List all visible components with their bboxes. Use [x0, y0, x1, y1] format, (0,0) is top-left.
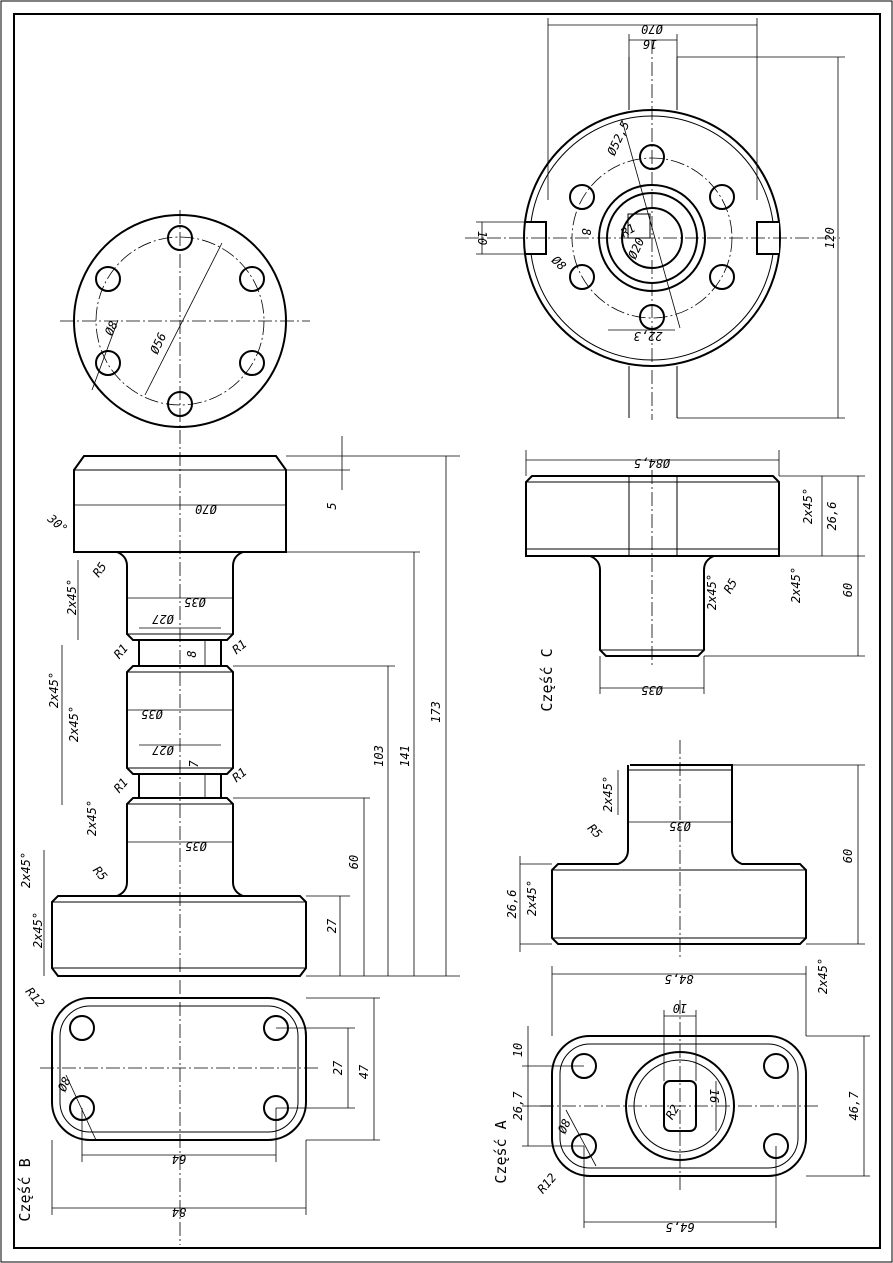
dim-text: R5: [585, 821, 605, 841]
dim-text: R5: [90, 560, 110, 580]
dim-text: 2x45°: [789, 567, 803, 603]
dim-text: Ø35: [184, 595, 206, 609]
dim-text: 10: [511, 1043, 525, 1057]
dim-text: Ø52,5: [604, 119, 632, 158]
dim-text: R1: [618, 221, 638, 240]
dim-text: 26,7: [511, 1091, 525, 1121]
dim-text: 60: [347, 855, 361, 869]
dim-text: 2x45°: [47, 672, 61, 708]
dim-text: Ø70: [195, 502, 217, 516]
dim-text: Ø8: [555, 1117, 574, 1136]
dim-text: 2x45°: [31, 912, 45, 948]
dim-text: 173: [429, 701, 443, 723]
dim-text: 2x45°: [19, 852, 33, 888]
dim-text: 8: [185, 650, 199, 657]
dim-text: Ø20: [625, 236, 647, 262]
dim-text: Ø35: [641, 683, 663, 697]
dim-text: R1: [111, 775, 131, 795]
dim-text: 84: [172, 1205, 186, 1219]
dim-text: 26,6: [505, 890, 519, 919]
dim-text: 16: [643, 37, 657, 51]
part-a-label: Część A: [492, 1120, 510, 1183]
dim-text: R12: [535, 1171, 560, 1197]
part-b-flange-view: [60, 210, 310, 1245]
dim-text: 27: [331, 1060, 345, 1075]
dim-text: 10: [673, 1001, 687, 1015]
dim-text: 30°: [44, 511, 70, 536]
dim-text: 16: [707, 1089, 721, 1103]
dim-text: Ø56: [147, 331, 169, 357]
dim-text: Ø27: [151, 612, 173, 626]
dim-text: 141: [398, 745, 412, 767]
part-c-top-view: [465, 18, 845, 420]
dim-text: 60: [841, 583, 855, 597]
dim-text: 2x45°: [65, 579, 79, 615]
dim-text: 7: [187, 760, 201, 768]
dim-text: Ø35: [185, 839, 207, 853]
dim-text: 120: [823, 227, 837, 249]
dim-text: 103: [372, 745, 386, 767]
dim-text: 10: [475, 231, 489, 245]
dim-text: Ø35: [669, 819, 691, 833]
dim-text: Ø70: [641, 22, 663, 36]
dim-text: 2x45°: [85, 800, 99, 836]
dim-text: R12: [23, 985, 48, 1011]
part-a-plate-view: [522, 966, 870, 1228]
dim-text: R2: [663, 1102, 682, 1122]
dim-text: 2x45°: [801, 488, 815, 524]
part-b-label: Część B: [16, 1158, 34, 1221]
inner-frame: [13, 13, 881, 1249]
dim-text: 2x45°: [816, 958, 830, 994]
dim-text: Ø84,5: [634, 456, 670, 470]
dim-text: 5: [325, 502, 339, 509]
dim-text: Ø35: [141, 707, 163, 721]
dim-text: 64,5: [666, 1220, 695, 1234]
dim-text: 22,3: [634, 329, 663, 343]
dim-text: 60: [841, 849, 855, 863]
dim-text: R1: [111, 641, 131, 661]
part-b-side-view: [43, 436, 460, 977]
dim-text: R1: [229, 637, 249, 657]
part-b-plate-view: [40, 997, 380, 1215]
part-c-side-view: [525, 450, 865, 694]
dim-text: 46,7: [847, 1091, 861, 1121]
dim-text: Ø8: [55, 1075, 74, 1094]
dim-text: 47: [357, 1064, 371, 1079]
dim-text: 26,6: [825, 502, 839, 531]
dim-text: 8: [579, 228, 593, 235]
dim-text: 64: [172, 1152, 186, 1166]
dim-text: Ø27: [151, 743, 173, 757]
dim-text: Ø8: [102, 319, 121, 338]
part-a-side-view: [519, 740, 865, 960]
dim-text: 84,5: [665, 972, 694, 986]
dim-text: 2x45°: [525, 880, 539, 916]
dim-text: R5: [90, 863, 110, 883]
dim-text: Ø8: [549, 253, 569, 273]
dim-text: 2x45°: [601, 776, 615, 812]
dim-text: R5: [721, 576, 740, 596]
dim-text: 2x45°: [705, 574, 719, 610]
part-c-label: Część C: [538, 648, 556, 711]
dim-text: 2x45°: [67, 706, 81, 742]
dim-text: 27: [325, 918, 339, 933]
